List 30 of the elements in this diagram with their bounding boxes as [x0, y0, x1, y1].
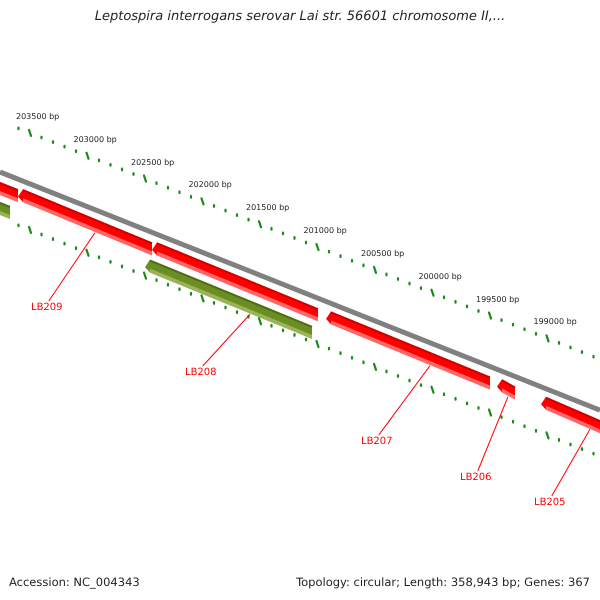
scale-label: 203000 bp [74, 134, 117, 144]
gene-feature [497, 379, 516, 400]
map-title: Leptospira interrogans serovar Lai str. 56601 chromosome II,... [94, 9, 506, 24]
leader-line [48, 232, 96, 302]
gene-label: LB206 [460, 472, 492, 483]
leader-line [378, 365, 430, 436]
scale-label: 201000 bp [304, 226, 347, 236]
accession-text: Accession: NC_004343 [9, 575, 140, 589]
gene-feature [541, 396, 600, 435]
gene-label: LB207 [361, 436, 393, 447]
topology-text: Topology: circular; Length: 358,943 bp; Genes: 367 [296, 575, 590, 589]
gene-label: LB209 [31, 302, 63, 313]
scale-label: 202500 bp [131, 158, 174, 167]
gene-feature [0, 180, 18, 202]
leader-line [551, 428, 590, 496]
scale-label: 203500 bp [16, 112, 60, 121]
scale-label: 200500 bp [361, 248, 404, 258]
scale-label: 200000 bp [418, 272, 462, 281]
scale-label: 202000 bp [188, 180, 232, 190]
gene-feature [152, 242, 318, 322]
gene-feature [326, 311, 490, 390]
gene-feature [0, 200, 10, 219]
gene-label: LB208 [185, 367, 217, 378]
leader-line [477, 396, 508, 472]
gene-feature [18, 189, 152, 256]
scale-label: 199000 bp [534, 317, 577, 326]
scale-label: 201500 bp [246, 203, 290, 212]
gene-label: LB205 [534, 497, 566, 508]
leader-line [202, 314, 250, 366]
scale-label: 199500 bp [476, 294, 520, 304]
